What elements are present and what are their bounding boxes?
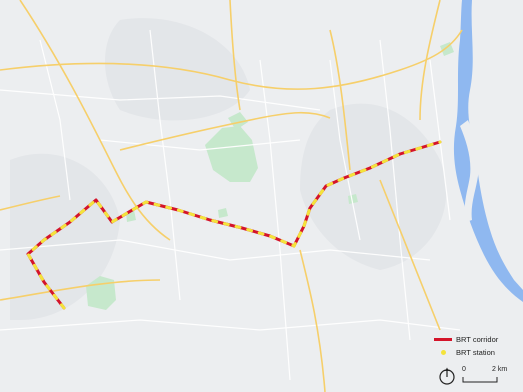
corridor-line-swatch <box>434 337 452 341</box>
park-northeast <box>440 42 454 56</box>
scale-bar: 0 2 km <box>462 366 514 386</box>
station-dot-icon <box>440 349 446 355</box>
highway-ring-north <box>0 29 463 90</box>
scale-end-label: 2 km <box>492 366 508 373</box>
highway-east-south <box>379 179 441 331</box>
park-central <box>205 126 258 182</box>
highways <box>0 0 463 392</box>
scale-bar-graphic <box>462 377 498 383</box>
highway-east <box>329 29 351 171</box>
highway-west-diag <box>19 0 171 241</box>
legend-station-label: BRT station <box>456 347 495 357</box>
brt-corridor <box>26 140 442 310</box>
scale-start-label: 0 <box>462 366 466 373</box>
urban-area-west <box>10 153 120 320</box>
urban-area-east <box>300 103 447 270</box>
highway-mid <box>119 111 331 151</box>
river-nile <box>453 0 523 302</box>
park-mid-small <box>218 208 228 218</box>
station-dot-swatch-wrap <box>434 348 452 357</box>
highway-ring-east <box>419 0 441 121</box>
north-arrow-icon <box>439 367 455 385</box>
highway-southwest <box>0 279 161 301</box>
highway-south <box>299 249 326 392</box>
legend-item-station: BRT station <box>434 347 495 357</box>
highway-north-south <box>229 0 241 111</box>
river-branch <box>460 120 479 222</box>
highway-far-west <box>0 195 61 211</box>
river <box>453 0 523 302</box>
park-central-north <box>228 112 248 130</box>
park-east-small <box>348 194 358 204</box>
minor-roads <box>0 29 461 381</box>
brt-station-markers <box>26 140 442 310</box>
legend-corridor-label: BRT corridor <box>456 334 499 344</box>
legend-item-corridor: BRT corridor <box>434 334 498 344</box>
parks <box>86 42 454 310</box>
